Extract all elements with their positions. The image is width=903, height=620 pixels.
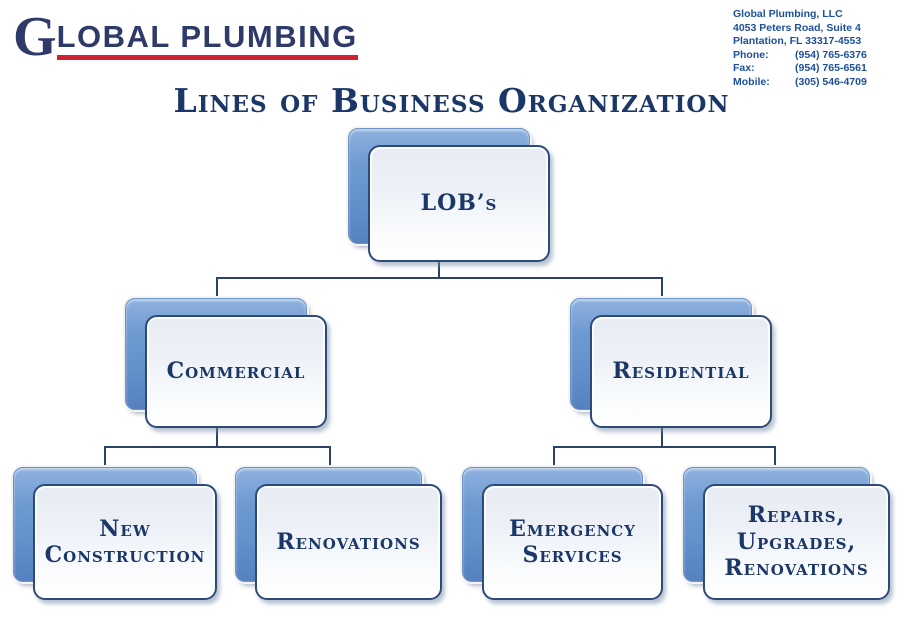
org-node-lobs: LOB’s [348,128,550,262]
contact-label: Fax: [733,62,755,74]
node-label: New Construction [44,515,206,568]
node-label: LOB’s [420,190,498,217]
logo-wordmark: LOBAL PLUMBING [56,21,358,60]
connector-root-crossbar [216,277,663,279]
contact-block: Global Plumbing, LLC 4053 Peters Road, S… [733,8,893,89]
connector-drop-renovations [329,446,331,467]
connector-drop-new-construction [104,446,106,467]
node-label: Emergency Services [509,515,636,568]
node-label: Commercial [166,358,306,385]
contact-label: Phone: [733,48,769,61]
contact-value: (954) 765-6376 [795,48,867,61]
org-node-residential: Residential [570,298,772,428]
org-node-renovations: Renovations [235,467,442,600]
logo-initial-letter: G [13,6,57,68]
node-front-panel: Repairs, Upgrades, Renovations [703,484,890,600]
node-label: Residential [612,358,750,385]
org-node-commercial: Commercial [125,298,327,428]
node-front-panel: Emergency Services [482,484,663,600]
node-label: Repairs, Upgrades, Renovations [724,502,869,582]
node-front-panel: Commercial [145,315,327,428]
node-front-panel: LOB’s [368,145,550,262]
connector-drop-commercial [216,277,218,298]
connector-residential-stem [661,426,663,448]
node-front-panel: Residential [590,315,772,428]
contact-company: Global Plumbing, LLC [733,8,843,20]
connector-root-stem [438,260,440,279]
page-title: Lines of Business Organization [173,81,730,120]
contact-address-line: 4053 Peters Road, Suite 4 [733,21,861,34]
org-node-emergency-services: Emergency Services [462,467,663,600]
connector-residential-crossbar [553,446,776,448]
node-front-panel: New Construction [33,484,217,600]
connector-drop-emergency-services [553,446,555,467]
node-label: Renovations [276,528,421,555]
connector-drop-repairs [774,446,776,467]
contact-address-line: Plantation, FL 33317-4553 [733,35,862,47]
org-node-repairs-upgrades-renovations: Repairs, Upgrades, Renovations [683,467,890,600]
connector-commercial-stem [216,426,218,448]
contact-row-mobile: Mobile: (305) 546-4709 [733,76,893,90]
contact-value: (954) 765-6561 [795,62,867,74]
contact-row-fax: Fax: (954) 765-6561 [733,62,893,76]
connector-commercial-crossbar [104,446,331,448]
node-front-panel: Renovations [255,484,442,600]
contact-row-phone: Phone: (954) 765-6376 [733,49,893,63]
org-node-new-construction: New Construction [13,467,217,600]
contact-value: (305) 546-4709 [795,75,867,88]
connector-drop-residential [661,277,663,298]
contact-label: Mobile: [733,75,770,88]
